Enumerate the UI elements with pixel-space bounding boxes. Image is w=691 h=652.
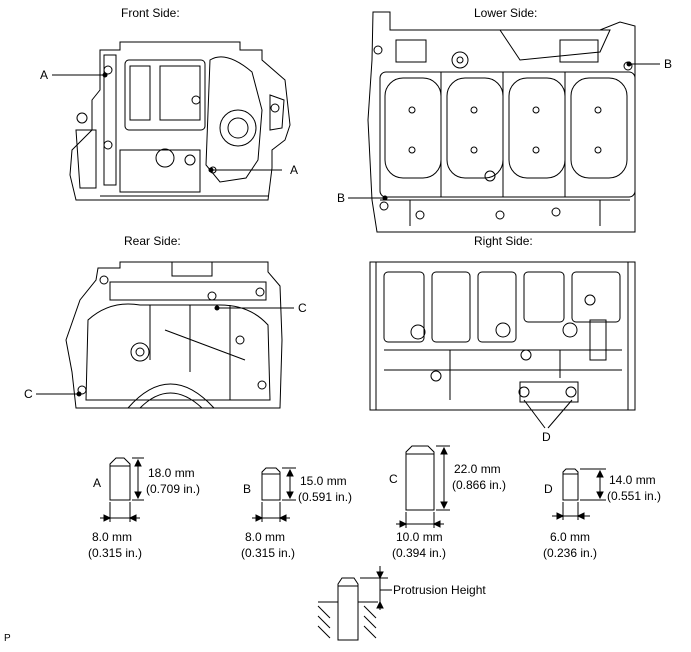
dowel-pin-c-drawing [396, 445, 450, 528]
front-side-title: Front Side: [121, 6, 180, 20]
pin-d-letter: D [544, 482, 553, 496]
callout-b-1: B [664, 57, 673, 71]
pin-c-length-mm: 22.0 mm [454, 462, 501, 476]
pin-b-dia-in: (0.315 in.) [241, 546, 296, 560]
pin-c-dia-mm: 10.0 mm [396, 530, 443, 544]
callout-a-2: A [290, 163, 299, 177]
pin-b-length-in: (0.591 in.) [298, 490, 353, 504]
footer-mark: P [4, 633, 11, 644]
pin-a-length-in: (0.709 in.) [146, 482, 201, 496]
lower-side-block-drawing [367, 11, 636, 233]
pin-a-dia-in: (0.315 in.) [88, 546, 143, 560]
pin-d-dia-in: (0.236 in.) [543, 546, 598, 560]
pin-c-length-in: (0.866 in.) [452, 478, 507, 492]
rear-side-block-drawing [65, 261, 283, 409]
pin-d-length-mm: 14.0 mm [609, 473, 656, 487]
pin-a-dia-mm: 8.0 mm [92, 530, 133, 544]
callout-c-1: C [298, 301, 307, 315]
dowel-pin-d-drawing [552, 468, 606, 520]
rear-side-title: Rear Side: [124, 234, 181, 248]
pin-b-letter: B [243, 482, 252, 496]
pin-b-dia-mm: 8.0 mm [245, 530, 286, 544]
protrusion-height-drawing [317, 566, 392, 641]
callout-b-2: B [337, 191, 346, 205]
right-side-title: Right Side: [474, 234, 533, 248]
pin-a-length-mm: 18.0 mm [148, 466, 195, 480]
right-side-block-drawing [369, 261, 636, 411]
pin-c-dia-in: (0.394 in.) [392, 546, 447, 560]
callout-d: D [542, 430, 551, 444]
callout-c-2: C [24, 387, 33, 401]
front-side-block-drawing [69, 41, 291, 201]
pin-c-letter: C [389, 472, 398, 486]
callout-a-1: A [40, 68, 49, 82]
lower-side-title: Lower Side: [474, 6, 538, 20]
pin-a-letter: A [93, 476, 102, 490]
dowel-pin-a-drawing [100, 457, 144, 522]
pin-d-dia-mm: 6.0 mm [550, 530, 591, 544]
pin-d-length-in: (0.551 in.) [607, 489, 662, 503]
callout-leaders [36, 61, 660, 429]
dowel-pin-b-drawing [252, 467, 296, 522]
protrusion-height-label: Protrusion Height [393, 583, 486, 597]
pin-b-length-mm: 15.0 mm [300, 474, 347, 488]
